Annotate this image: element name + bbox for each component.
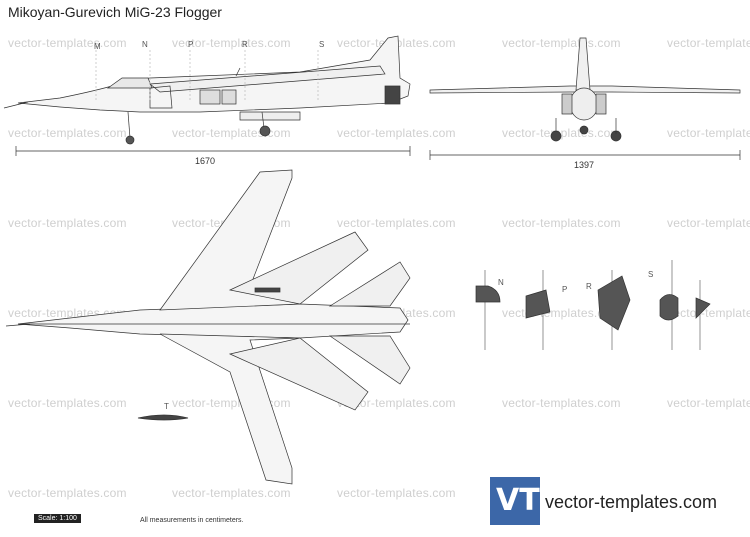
section-label: S <box>648 270 654 279</box>
side-engine-nozzle <box>384 85 401 105</box>
top-fuselage <box>17 303 409 339</box>
front-intake-left <box>561 93 573 115</box>
station-label: M <box>94 42 101 51</box>
top-stab-upper <box>328 261 411 307</box>
side-panel <box>221 89 237 105</box>
measurement-note: All measurements in centimeters. <box>140 517 244 524</box>
front-intake-right <box>595 93 607 115</box>
top-view <box>5 169 411 485</box>
front-fuselage <box>569 87 599 121</box>
section-t <box>137 414 189 421</box>
watermark: vector-templates.com <box>8 486 127 500</box>
side-view <box>3 35 411 145</box>
watermark: vector-templates.com <box>8 36 127 50</box>
section-s <box>659 294 679 321</box>
section-r <box>597 275 631 331</box>
watermark: vector-templates.com <box>337 126 456 140</box>
top-wing-lower <box>159 333 301 485</box>
watermark: vector-templates.com <box>8 216 127 230</box>
section-n <box>475 285 501 303</box>
watermark: vector-templates.com <box>667 216 750 230</box>
watermark: vector-templates.com <box>337 396 456 410</box>
station-label: N <box>142 40 148 49</box>
top-glove-upper <box>228 231 369 305</box>
watermark: vector-templates.com <box>502 396 621 410</box>
logo-text: vector-templates.com <box>545 492 718 512</box>
top-nose-probe <box>5 323 31 327</box>
side-panel <box>199 89 221 105</box>
front-fin <box>575 37 591 91</box>
sections <box>475 260 711 350</box>
scale-badge: Scale: 1:100 <box>34 514 81 523</box>
watermark-row: vector-templates.com vector-templates.co… <box>0 486 750 500</box>
side-intake <box>149 85 173 109</box>
length-label: 1670 <box>195 156 216 166</box>
watermark: vector-templates.com <box>502 216 621 230</box>
watermark: vector-templates.com <box>667 126 750 140</box>
watermark: vector-templates.com <box>337 216 456 230</box>
span-label: 1397 <box>574 160 595 170</box>
front-wheel <box>579 125 589 135</box>
side-canopy <box>106 77 153 89</box>
side-nose-wheel <box>125 135 135 145</box>
side-wing <box>149 65 386 93</box>
section-label: P <box>562 285 568 294</box>
station-label: R <box>242 40 248 49</box>
watermark-row: vector-templates.com vector-templates.co… <box>0 396 750 410</box>
top-glove-lower <box>228 337 369 411</box>
front-view <box>429 37 741 142</box>
page-title: Mikoyan-Gurevich MiG-23 Flogger <box>8 4 222 20</box>
watermark: vector-templates.com <box>337 486 456 500</box>
side-nose-probe <box>3 101 29 109</box>
side-fuselage <box>17 35 411 113</box>
side-antenna <box>235 67 241 77</box>
watermark: vector-templates.com <box>667 36 750 50</box>
side-store <box>239 111 301 121</box>
station-label: P <box>188 40 194 49</box>
watermark: vector-templates.com <box>172 36 291 50</box>
side-main-wheel <box>259 125 271 137</box>
station-label: S <box>319 40 325 49</box>
section-s2 <box>695 297 711 319</box>
watermark: vector-templates.com <box>667 306 750 320</box>
watermark: vector-templates.com <box>502 126 621 140</box>
section-label: N <box>498 278 504 287</box>
logo-mark: VT <box>496 483 540 518</box>
watermark: vector-templates.com <box>502 36 621 50</box>
section-label: R <box>586 282 592 291</box>
side-main-gear <box>261 111 265 129</box>
watermark: vector-templates.com <box>667 396 750 410</box>
top-store <box>254 287 281 293</box>
side-nose-gear <box>127 111 131 139</box>
logo-icon: VT <box>490 477 540 525</box>
front-wheel <box>550 130 562 142</box>
section-p <box>525 289 551 319</box>
watermark: vector-templates.com <box>8 396 127 410</box>
section-label: T <box>164 402 169 411</box>
watermark: vector-templates.com <box>172 486 291 500</box>
watermark: vector-templates.com <box>8 126 127 140</box>
top-stab-lower <box>328 335 411 385</box>
